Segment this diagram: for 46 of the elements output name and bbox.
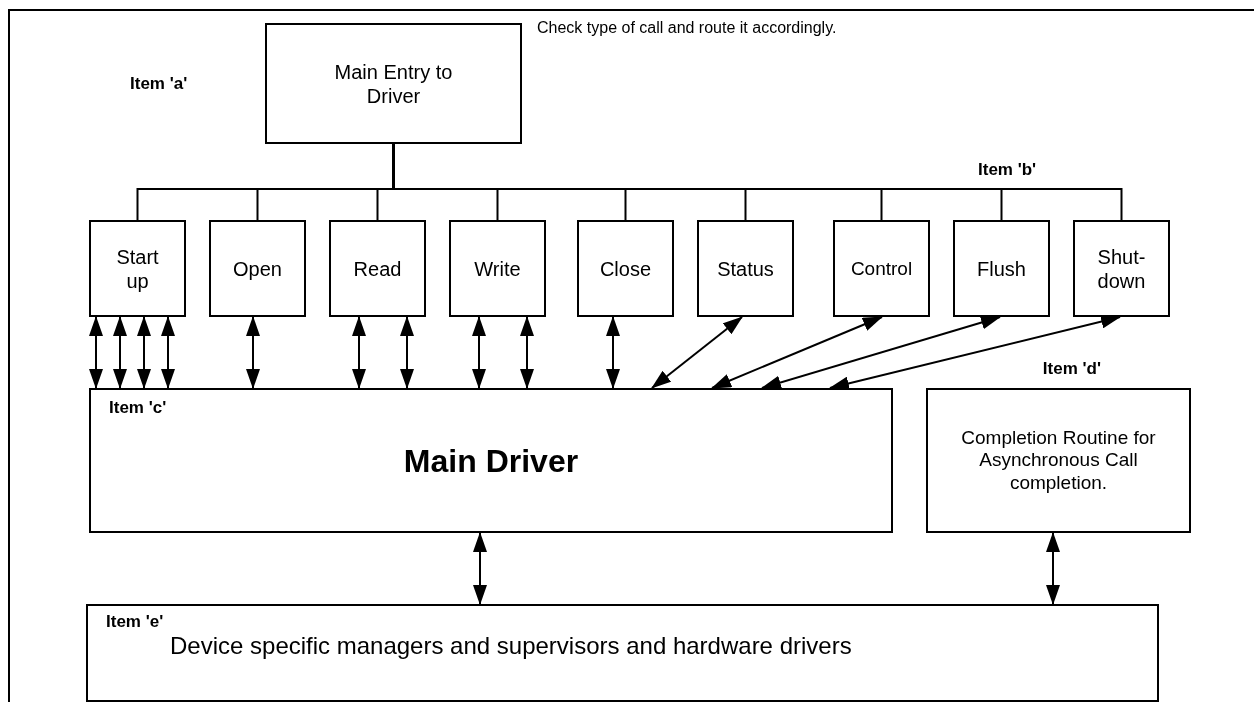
arrow — [606, 316, 620, 389]
box-label: Read — [352, 256, 403, 281]
box-label: Write — [473, 256, 522, 281]
box-label: Flush — [976, 256, 1027, 281]
box-label: Main Entry to Driver — [333, 59, 454, 108]
process-box — [1073, 220, 1170, 317]
item-label: Item 'e' — [106, 612, 164, 633]
item-label: Item 'd' — [1042, 359, 1101, 380]
box-label: Main Driver — [402, 441, 580, 480]
item-label: Item 'c' — [109, 398, 167, 419]
arrow — [113, 316, 127, 389]
arrow — [711, 316, 883, 389]
box-label: Completion Routine for Asynchronous Call completion. — [960, 426, 1157, 495]
arrow — [520, 316, 534, 389]
arrow — [1046, 532, 1060, 605]
process-box — [953, 220, 1050, 317]
process-box — [449, 220, 546, 317]
arrow — [472, 316, 486, 389]
arrow — [352, 316, 366, 389]
box-label: Status — [716, 256, 775, 281]
arrow — [761, 315, 1001, 390]
arrow — [161, 316, 175, 389]
box-label: Control — [849, 257, 914, 280]
box-label: Device specific managers and supervisors and hardware drivers — [170, 632, 852, 661]
box-label: Close — [598, 256, 653, 281]
process-box — [833, 220, 930, 317]
box-label: Shut- down — [1096, 244, 1147, 293]
process-box — [89, 220, 186, 317]
arrow — [89, 316, 103, 389]
driver-box — [89, 388, 893, 533]
arrow — [246, 316, 260, 389]
device-box — [86, 604, 1159, 702]
arrow — [400, 316, 414, 389]
arrow — [651, 316, 743, 389]
item-label: Item 'a' — [130, 74, 188, 95]
arrow — [473, 532, 487, 605]
entry-box — [265, 23, 522, 144]
arrow — [137, 316, 151, 389]
box-label: Open — [232, 256, 283, 281]
box-label: Start up — [115, 244, 160, 293]
process-box — [577, 220, 674, 317]
note-text: Check type of call and route it accordingly. — [537, 18, 837, 38]
process-box — [697, 220, 794, 317]
item-label: Item 'b' — [978, 160, 1037, 181]
process-box — [329, 220, 426, 317]
process-box — [209, 220, 306, 317]
